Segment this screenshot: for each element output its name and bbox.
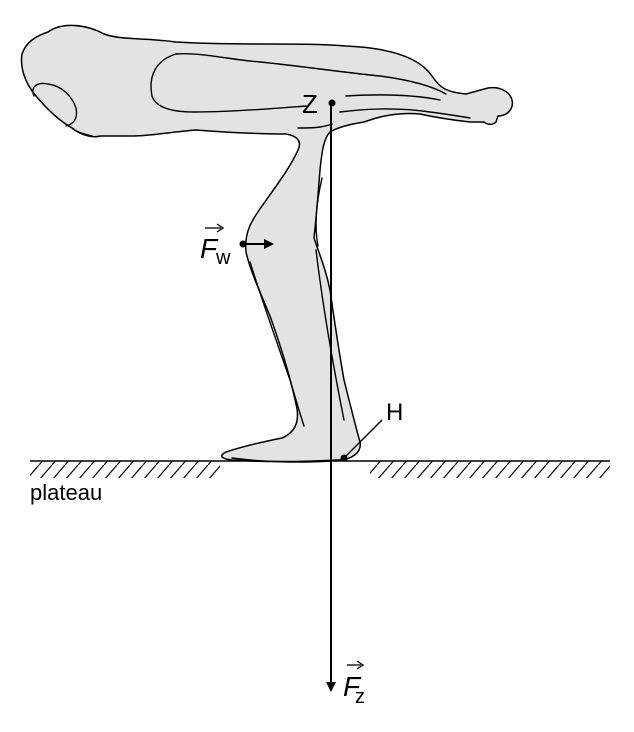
label-point-z: Z xyxy=(302,89,318,119)
label-force-w: F w xyxy=(200,223,231,269)
athlete-detail-lines xyxy=(32,52,471,463)
label-point-h: H xyxy=(386,399,403,426)
label-force-z: F z xyxy=(343,660,365,708)
point-z xyxy=(328,99,336,107)
wind-force-vector xyxy=(239,239,274,249)
label-force-w-letter: F xyxy=(200,233,219,264)
label-force-z-letter: F xyxy=(343,671,362,702)
label-force-w-subscript: w xyxy=(215,247,231,269)
label-force-z-subscript: z xyxy=(355,686,365,708)
point-h xyxy=(340,419,383,462)
ground-surface xyxy=(30,460,610,478)
label-ground: plateau xyxy=(30,480,102,505)
